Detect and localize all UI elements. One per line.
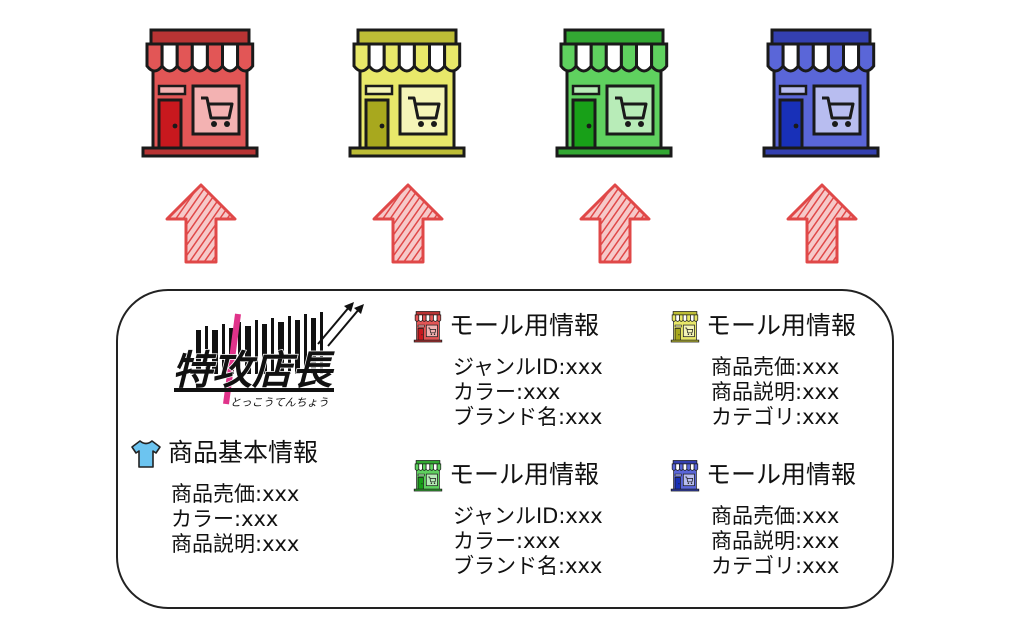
store-icon-green [555,28,673,158]
store-icon-yellow [348,28,466,158]
mall-info-line: カラー:xxx [453,380,561,404]
mall-info-lines-blue: 商品売価:xxx 商品説明:xxx カテゴリ:xxx [711,504,839,579]
mall-info-line: カテゴリ:xxx [711,405,840,429]
mall-info-heading-red: モール用情報 [413,311,599,343]
base-info-line: 商品売価:xxx [171,482,300,506]
store-icon [670,460,700,492]
mall-info-line: 商品売価:xxx [711,504,840,528]
mall-info-line: ブランド名:xxx [453,554,603,578]
store-icon [413,460,443,492]
base-info-heading-text: 商品基本情報 [168,438,319,467]
mall-info-line: ブランド名:xxx [453,405,603,429]
mall-info-lines-red: ジャンルID:xxx カラー:xxx ブランド名:xxx [453,355,603,430]
logo-main-text: 特攻店長 [172,348,335,394]
mall-info-line: カテゴリ:xxx [711,554,840,578]
base-info-line: カラー:xxx [171,507,279,531]
mall-info-heading-blue: モール用情報 [670,460,856,492]
mall-info-line: 商品売価:xxx [711,355,840,379]
tokko-tencho-logo: 特攻店長 とっこうてんちょう [171,302,364,409]
up-arrow-icon [165,183,237,264]
mall-info-heading-text: モール用情報 [706,460,857,489]
base-info-line: 商品説明:xxx [171,532,300,556]
mall-info-line: ジャンルID:xxx [453,504,603,528]
up-arrow-icon [786,183,858,264]
base-info-heading: 商品基本情報 [130,438,318,469]
up-arrow-icon [579,183,651,264]
mall-info-lines-yellow: 商品売価:xxx 商品説明:xxx カテゴリ:xxx [711,355,839,430]
mall-info-line: ジャンルID:xxx [453,355,603,379]
logo-ruby-text: とっこうてんちょう [230,396,329,409]
base-info-lines: 商品売価:xxx カラー:xxx 商品説明:xxx [171,482,299,557]
mall-info-heading-yellow: モール用情報 [670,311,856,343]
store-icon-blue [762,28,880,158]
mall-info-line: カラー:xxx [453,529,561,553]
store-icon [413,311,443,343]
mall-info-heading-text: モール用情報 [449,460,600,489]
mall-info-lines-green: ジャンルID:xxx カラー:xxx ブランド名:xxx [453,504,603,579]
up-arrow-icon [372,183,444,264]
mall-info-heading-text: モール用情報 [449,311,600,340]
mall-info-heading-green: モール用情報 [413,460,599,492]
mall-info-heading-text: モール用情報 [706,311,857,340]
mall-info-line: 商品説明:xxx [711,529,840,553]
store-icon-red [141,28,259,158]
tshirt-icon [131,440,161,468]
mall-info-line: 商品説明:xxx [711,380,840,404]
store-icon [670,311,700,343]
